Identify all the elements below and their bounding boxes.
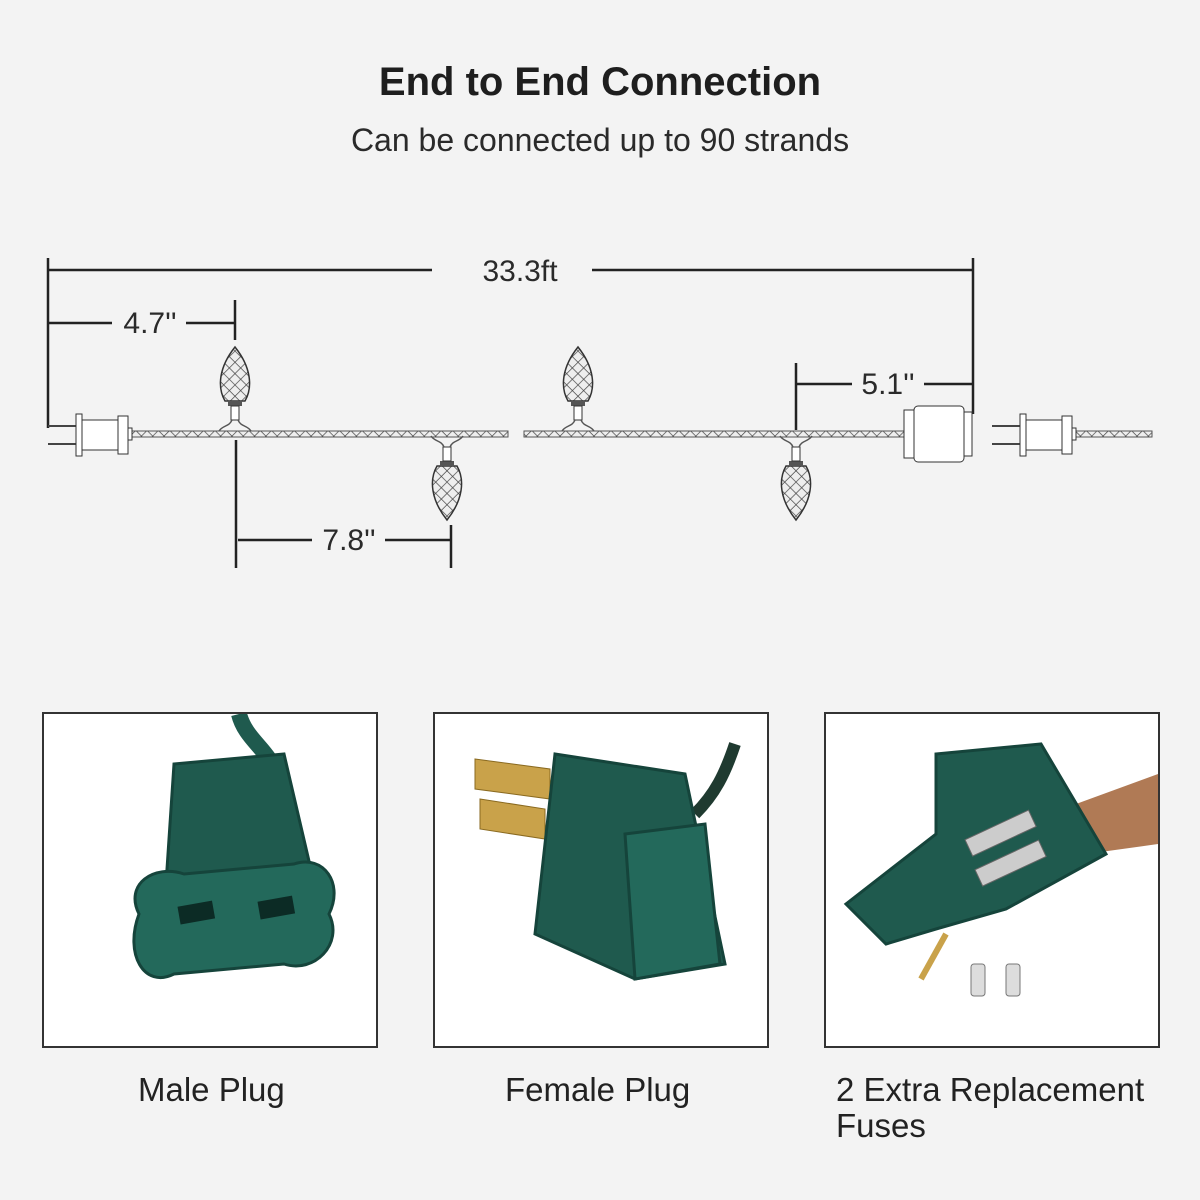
male-plug-icon (47, 413, 133, 457)
page-title: End to End Connection (378, 60, 822, 104)
bulb-icon (430, 435, 464, 521)
lead-male-label: 4.7'' (123, 307, 176, 340)
fuses-caption: 2 Extra Replacement Fuses (836, 1072, 1144, 1144)
fuses-photo (824, 712, 1160, 1048)
lead-female-label: 5.1'' (861, 368, 914, 401)
female-plug-illustration (474, 742, 741, 981)
male-plug-illustration (132, 714, 336, 979)
female-plug-photo (433, 712, 769, 1048)
male-plug-caption: Male Plug (138, 1071, 285, 1108)
dimension-lines (46, 258, 975, 568)
female-plug-caption: Female Plug (505, 1071, 691, 1108)
wire (127, 430, 1153, 438)
bulb-icon (779, 435, 813, 521)
page-subtitle: Can be connected up to 90 strands (350, 122, 850, 158)
bulb-icon (561, 346, 595, 432)
bulb-spacing-label: 7.8'' (322, 524, 375, 557)
fuses-caption-line1: 2 Extra Replacement (836, 1071, 1145, 1108)
male-plug-icon-next-strand (991, 413, 1077, 457)
female-plug-icon (903, 405, 973, 463)
male-plug-photo (42, 712, 378, 1048)
string-light-diagram: 33.3ft 4.7'' 7.8'' 5.1'' (46, 255, 1153, 568)
total-length-label: 33.3ft (482, 255, 558, 288)
fuses-illustration (843, 742, 1158, 997)
fuses-caption-line2: Fuses (836, 1107, 926, 1144)
bulb-icon (218, 346, 252, 432)
